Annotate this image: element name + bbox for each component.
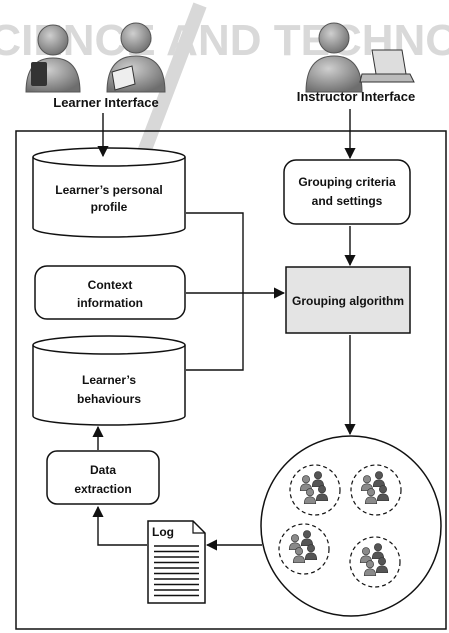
person-icon xyxy=(363,560,377,577)
personal-profile-line1: Learner’s personal xyxy=(55,183,162,197)
log-document: Log xyxy=(147,520,206,604)
data-extraction-box: Data extraction xyxy=(46,450,160,505)
behaviours-line2: behaviours xyxy=(77,392,141,406)
personal-profile-store: Learner’s personal profile xyxy=(32,147,186,238)
connectors xyxy=(92,109,356,551)
system-boundary xyxy=(15,130,447,630)
log-text-lines xyxy=(154,545,199,597)
context-information-box: Context information xyxy=(34,265,186,320)
arrow-log-to-extraction xyxy=(92,505,147,546)
learner-tablet-user-icon xyxy=(25,24,81,93)
context-line1: Context xyxy=(88,278,133,292)
person-icon xyxy=(375,557,389,574)
group-boundary xyxy=(349,536,401,588)
context-line2: information xyxy=(77,296,143,310)
learner-interface-label: Learner Interface xyxy=(53,95,159,110)
learner-groups-cluster xyxy=(260,435,442,617)
criteria-line2: and settings xyxy=(312,194,383,208)
criteria-line1: Grouping criteria xyxy=(298,175,396,189)
learner-actor: Learner Interface xyxy=(25,22,166,110)
group-boundary xyxy=(278,523,330,575)
algorithm-label: Grouping algorithm xyxy=(292,294,404,308)
person-icon xyxy=(300,530,314,547)
behaviours-line1: Learner’s xyxy=(82,373,136,387)
learner-group xyxy=(349,536,401,588)
data-extraction-line2: extraction xyxy=(74,482,131,496)
instructor-interface-label: Instructor Interface xyxy=(297,89,415,104)
grouping-algorithm-box: Grouping algorithm xyxy=(285,266,411,334)
group-boundary xyxy=(350,464,402,516)
data-extraction-line1: Data xyxy=(90,463,116,477)
person-icon xyxy=(376,485,390,502)
instructor-actor: Instructor Interface xyxy=(297,22,415,104)
person-icon xyxy=(292,547,306,564)
group-boundary xyxy=(289,464,341,516)
learner-group xyxy=(278,523,330,575)
personal-profile-line2: profile xyxy=(91,200,128,214)
groups-outer-circle xyxy=(260,435,442,617)
log-label: Log xyxy=(152,525,174,539)
person-icon xyxy=(304,544,318,561)
learner-laptop-user-icon xyxy=(106,22,166,93)
learner-group xyxy=(289,464,341,516)
person-icon xyxy=(315,485,329,502)
bracket-profile-behaviours xyxy=(186,212,244,371)
person-icon xyxy=(372,471,386,488)
person-icon xyxy=(364,488,378,505)
person-icon xyxy=(371,543,385,560)
learner-group xyxy=(350,464,402,516)
person-icon xyxy=(311,471,325,488)
behaviours-store: Learner’s behaviours xyxy=(32,335,186,426)
person-icon xyxy=(303,488,317,505)
groups-container xyxy=(278,464,402,588)
instructor-laptop-user-icon xyxy=(305,22,415,93)
grouping-criteria-box: Grouping criteria and settings xyxy=(283,159,411,225)
